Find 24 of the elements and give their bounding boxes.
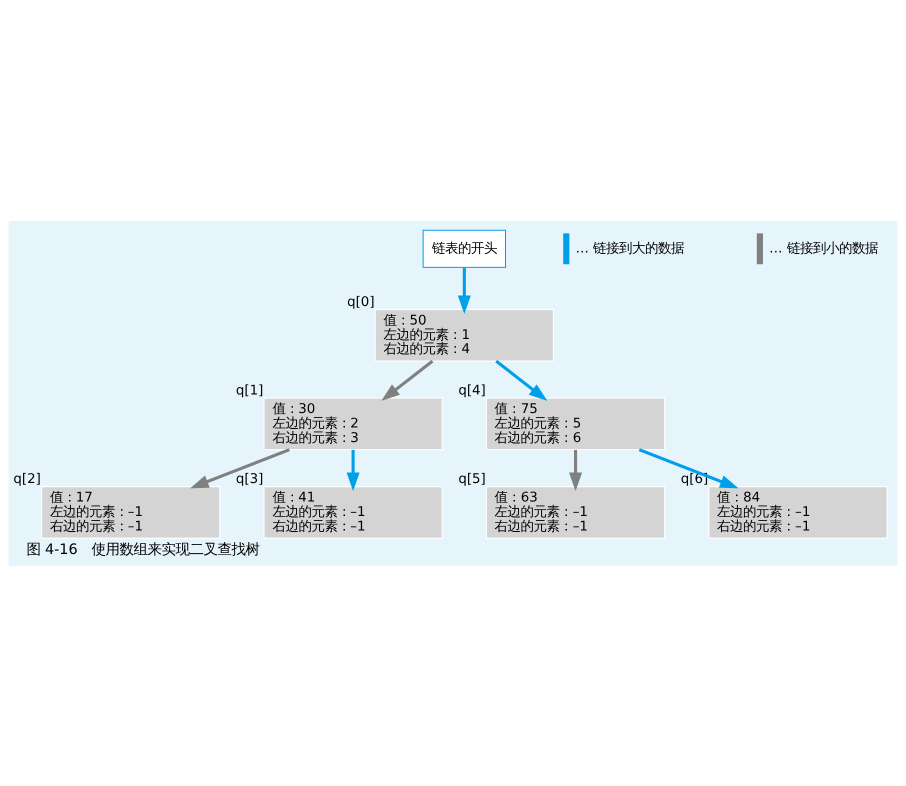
caption: 图 4-16 使用数组来实现二叉查找树 [26,541,260,558]
node-box: 值：30 左边的元素：2 右边的元素：3 [264,397,443,450]
node-label: q[2] [13,471,41,486]
node-label: q[4] [458,382,486,398]
node-label: q[5] [458,471,486,486]
arrow [190,448,290,488]
node-box: 值：75 左边的元素：5 右边的元素：6 [486,397,666,450]
node-box: 链表的开头 [422,229,506,268]
node-box: 值：41 左边的元素：–1 右边的元素：–1 [264,486,443,538]
legend-label: … 链接到大的数据 [576,240,684,256]
node-box: 值：63 左边的元素：–1 右边的元素：–1 [486,486,666,538]
arrow [569,449,582,491]
legend-label: … 链接到小的数据 [769,240,878,256]
node-box: 值：50 左边的元素：1 右边的元素：4 [374,308,554,362]
node-label: q[0] [347,294,375,310]
arrow [458,267,471,314]
arrow [381,359,434,400]
node-label: q[3] [236,471,264,486]
arrow [495,359,548,400]
node-box: 值：84 左边的元素：–1 右边的元素：–1 [708,486,888,538]
arrow [638,448,739,488]
arrow [346,449,360,491]
node-box: 值：17 左边的元素：–1 右边的元素：–1 [41,486,220,538]
node-label: q[1] [236,382,264,398]
